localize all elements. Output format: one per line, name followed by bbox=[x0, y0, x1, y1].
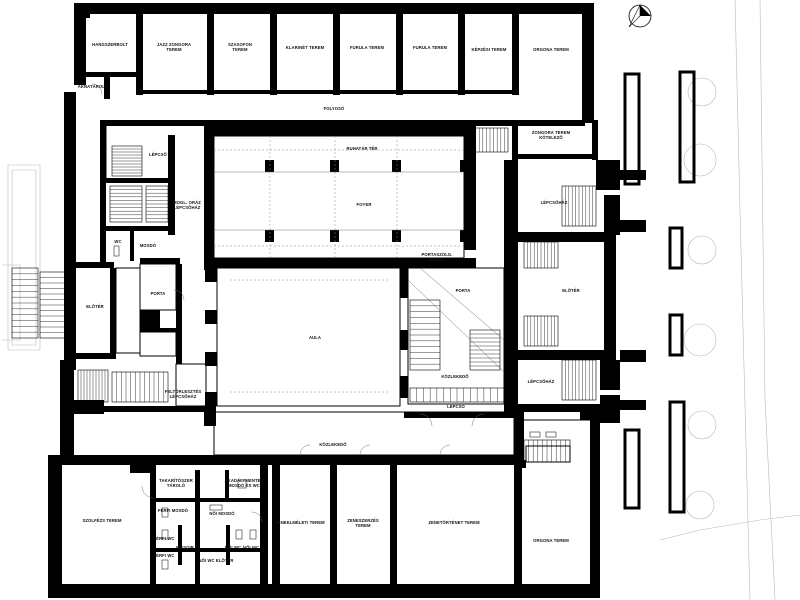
label-noi-wc-2: NŐI WC bbox=[243, 545, 259, 550]
label-mosdo: MOSDÓ bbox=[140, 243, 157, 248]
label-ruhatar-ter: RUHATÁR TÉR bbox=[346, 146, 377, 151]
label-hangszerbolt: HANGSZERBOLT bbox=[92, 42, 128, 47]
label-noi-mosdo: NŐI MOSDÓ bbox=[209, 511, 235, 516]
label-ferfi-mosdo: FÉRFI MOSDÓ bbox=[158, 508, 189, 513]
interior-lines bbox=[105, 126, 590, 463]
label-ferfi-wc-1: FÉRFI WC bbox=[153, 536, 174, 541]
label-lepcsohaz-mid: LÉPCSŐHÁZ bbox=[528, 379, 555, 384]
doors bbox=[91, 83, 485, 523]
label-zenetortenet: ZENETÖRTÉNET TEREM bbox=[428, 520, 480, 525]
label-aula: AULA bbox=[309, 335, 321, 340]
stairs bbox=[11, 127, 597, 463]
label-akna-tarolo: AKNATÁROLÓ bbox=[78, 84, 109, 89]
label-szolfezs: SZOLFÉZS TEREM bbox=[82, 518, 121, 523]
walls bbox=[48, 3, 646, 598]
label-pissoir: PISSOIR bbox=[176, 545, 194, 550]
label-furula-1: FURULA TEREM bbox=[350, 45, 384, 50]
label-kepzesi: KÉPZÉSI TEREM bbox=[471, 47, 506, 52]
label-lepcsohaz-top: LÉPCSŐHÁZ bbox=[541, 200, 568, 205]
fixtures bbox=[113, 245, 557, 570]
label-folyoso: FOLYOSÓ bbox=[324, 106, 345, 111]
label-noi-wc-1: NŐI WC bbox=[225, 545, 241, 550]
planters bbox=[623, 70, 696, 514]
label-porta-left: PORTA bbox=[151, 291, 166, 296]
label-noi-wc-eloter: NŐI WC ELŐTÉR bbox=[198, 558, 233, 563]
label-lepcso: LÉPCSŐ bbox=[149, 152, 167, 157]
label-portaszolgalat: PORTASZOLG.HELYS. bbox=[421, 252, 452, 262]
label-klarinet: KLARINÉT TEREM bbox=[286, 45, 325, 50]
label-lepcso-low: LÉPCSŐ bbox=[447, 404, 465, 409]
label-furula-2: FURULA TEREM bbox=[413, 45, 447, 50]
label-orgona-bottom: ORGONA TEREM bbox=[533, 538, 569, 543]
label-eloter-left: ELŐTÉR bbox=[86, 304, 104, 309]
label-ferfi-wc-2: FÉRFI WC bbox=[153, 553, 174, 558]
label-foyer: FOYER bbox=[357, 202, 372, 207]
label-kozlekedo-main: KÖZLEKEDŐ bbox=[319, 442, 347, 447]
north-arrow-icon bbox=[628, 4, 652, 28]
label-porta-right: PORTA bbox=[456, 288, 471, 293]
label-wc: WC bbox=[114, 239, 121, 244]
label-kozlekedo-mid: KÖZLEKEDŐ bbox=[441, 374, 469, 379]
trees bbox=[683, 77, 717, 520]
label-orgona-top: ORGONA TEREM bbox=[533, 47, 569, 52]
label-eloter-right: ELŐTÉR bbox=[562, 288, 580, 293]
label-zenekmeleti: ZENEELMÉLETI TEREM bbox=[275, 520, 325, 525]
